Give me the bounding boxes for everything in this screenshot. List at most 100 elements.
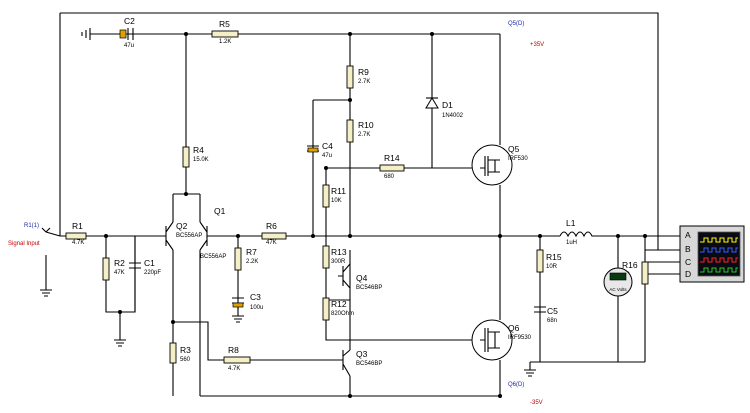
c4-ref: C4 — [322, 141, 333, 151]
resistor-r14[interactable]: R14 680 — [379, 153, 405, 180]
r8-value: 4.7K — [228, 366, 240, 372]
c3-ref: C3 — [250, 292, 261, 302]
channel-a-label: A — [685, 230, 691, 240]
ground-network-icon — [114, 339, 126, 347]
r1-ref: R1 — [72, 221, 83, 231]
resistor-r15[interactable]: R15 10R — [536, 249, 562, 273]
trace-a — [700, 237, 738, 243]
r12-ref: R12 — [331, 299, 347, 309]
resistor-r10[interactable]: R10 2.7K — [346, 119, 374, 143]
inductor-l1[interactable]: L1 1uH — [559, 218, 600, 246]
input-net-label: R1(1) — [24, 223, 39, 229]
r11-value: 10K — [331, 198, 342, 204]
l1-ref: L1 — [566, 218, 576, 228]
l1-value: 1uH — [566, 240, 577, 246]
r5-value: 1.2K — [219, 39, 231, 45]
voltmeter-label: AC Volts — [609, 287, 627, 292]
q6-ref: Q6 — [508, 323, 520, 333]
capacitor-c1[interactable]: C1 220pF — [129, 236, 161, 312]
ground-input-icon — [40, 255, 52, 297]
ac-voltmeter[interactable]: AC Volts — [603, 267, 633, 297]
resistor-r2[interactable]: R2 47K — [102, 257, 125, 281]
trace-d — [700, 267, 738, 273]
q4-value: BC546BP — [356, 285, 382, 291]
trace-c — [700, 257, 738, 263]
q1-ref: Q1 — [214, 206, 226, 216]
supply-negative-label: -35V — [530, 400, 543, 406]
channel-b-label: B — [685, 244, 691, 254]
resistor-r5[interactable]: R5 1.2K — [211, 19, 239, 45]
ground-c3-icon — [232, 307, 244, 323]
resistor-r3[interactable]: R3 560 — [169, 342, 191, 364]
r3-ref: R3 — [180, 345, 191, 355]
oscilloscope-traces — [700, 237, 738, 273]
r3-value: 560 — [180, 357, 191, 363]
r7-ref: R7 — [246, 247, 257, 257]
junction-dots — [104, 32, 647, 398]
capacitor-c2[interactable]: C2 47u — [119, 16, 135, 49]
capacitor-c5[interactable]: C5 68n — [534, 306, 558, 324]
r10-value: 2.7K — [358, 132, 370, 138]
resistor-r7[interactable]: R7 2.2K — [234, 247, 258, 271]
resistor-r12[interactable]: R12 820Ohm — [322, 297, 354, 321]
resistor-r1[interactable]: R1 4.7K — [65, 221, 87, 246]
ground-c5-icon — [524, 362, 536, 377]
signal-input-terminal[interactable]: R1(1) Signal Input — [8, 223, 51, 247]
diode-d1[interactable]: D1 1N4002 — [425, 97, 464, 119]
r14-ref: R14 — [384, 153, 400, 163]
signal-input-label: Signal Input — [8, 241, 40, 247]
r11-ref: R11 — [331, 186, 346, 196]
c1-value: 220pF — [144, 270, 161, 276]
capacitor-c4[interactable]: C4 47u — [307, 141, 333, 159]
resistor-r13[interactable]: R13 300R — [322, 245, 347, 269]
c2-value: 47u — [124, 43, 134, 49]
mosfet-q6[interactable]: Q6 IRF9530 — [471, 319, 532, 361]
supply-positive-label: +35V — [530, 42, 544, 48]
mosfet-q5[interactable]: Q5 IRF530 — [471, 144, 528, 186]
c3-value: 100u — [250, 305, 263, 311]
r2-ref: R2 — [114, 258, 125, 268]
resistor-r4[interactable]: R4 15.0K — [182, 145, 209, 168]
ground-c2-icon — [81, 28, 120, 40]
r9-ref: R9 — [358, 67, 369, 77]
q3-ref: Q3 — [356, 349, 368, 359]
q3-value: BC546BP — [356, 361, 382, 367]
transistor-q1[interactable]: Q1 BC556AP — [199, 206, 226, 260]
resistor-r9[interactable]: R9 2.7K — [346, 65, 370, 89]
r2-value: 47K — [114, 270, 125, 276]
transistor-q3[interactable]: Q3 BC546BP — [330, 349, 382, 377]
transistor-q4[interactable]: Q4 BC546BP — [338, 263, 382, 291]
capacitor-c3[interactable]: C3 100u — [232, 292, 263, 311]
wires — [45, 12, 680, 397]
q2-ref: Q2 — [176, 221, 188, 231]
transistor-q2[interactable]: Q2 BC556AP — [162, 221, 202, 251]
channel-d-label: D — [685, 269, 691, 279]
d1-value: 1N4002 — [442, 113, 464, 119]
channel-c-label: C — [685, 257, 691, 267]
r8-ref: R8 — [228, 345, 239, 355]
q6-drain-terminal[interactable]: Q6(D) -35V — [508, 382, 543, 406]
q5-ref: Q5 — [508, 144, 520, 154]
r15-ref: R15 — [546, 252, 562, 262]
c1-ref: C1 — [144, 258, 155, 268]
resistor-r11[interactable]: R11 10K — [322, 184, 346, 208]
r7-value: 2.2K — [246, 259, 258, 265]
r9-value: 2.7K — [358, 79, 370, 85]
r16-ref: R16 — [622, 260, 638, 270]
r4-ref: R4 — [193, 145, 204, 155]
c5-value: 68n — [547, 318, 557, 324]
q5-drain-net-label: Q5(D) — [508, 21, 524, 27]
resistor-r8[interactable]: R8 4.7K — [223, 345, 251, 372]
r13-value: 300R — [331, 259, 346, 265]
r5-ref: R5 — [219, 19, 230, 29]
q1-value: BC556AP — [200, 254, 226, 260]
d1-ref: D1 — [442, 100, 453, 110]
resistor-r6[interactable]: R6 47K — [261, 221, 287, 246]
q6-drain-net-label: Q6(D) — [508, 382, 524, 388]
q5-drain-terminal[interactable]: Q5(D) +35V — [508, 21, 544, 48]
r15-value: 10R — [546, 264, 558, 270]
r6-ref: R6 — [266, 221, 277, 231]
oscilloscope[interactable]: A B C D — [679, 225, 745, 283]
r13-ref: R13 — [331, 247, 347, 257]
